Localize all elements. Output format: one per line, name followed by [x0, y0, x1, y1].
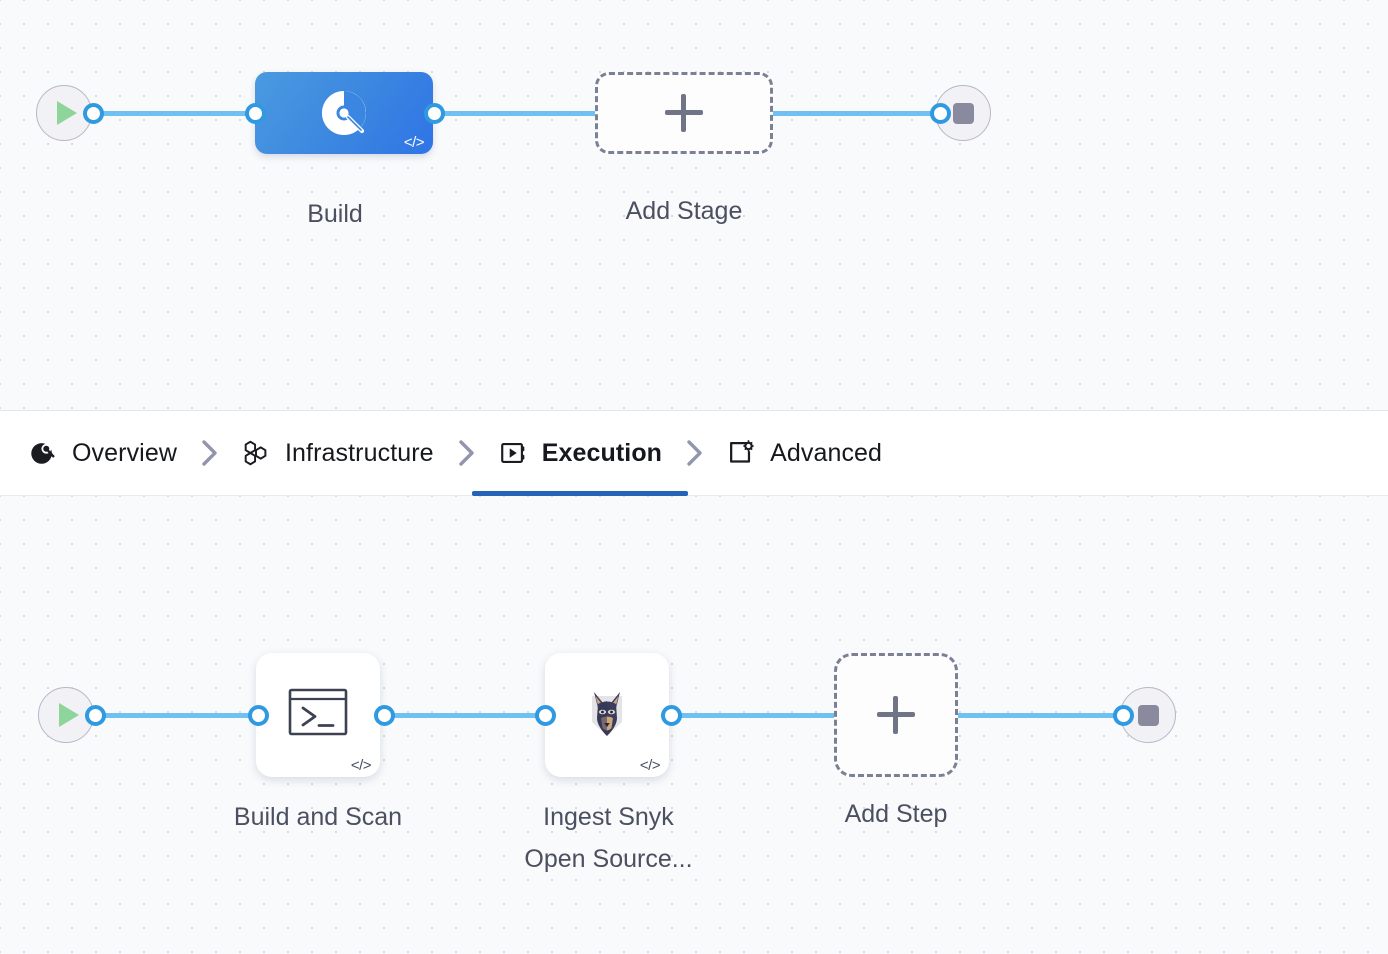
- connector-start-to-build: [88, 111, 268, 116]
- stage-node-build[interactable]: </>: [255, 72, 433, 154]
- build-stage-input-dot[interactable]: [245, 103, 266, 124]
- stage-start-node[interactable]: [36, 85, 92, 141]
- step-start-connector-dot[interactable]: [85, 705, 106, 726]
- step-node-build-and-scan[interactable]: </>: [256, 653, 380, 777]
- tab-overview[interactable]: Overview: [28, 410, 177, 496]
- plus-icon: [665, 94, 703, 132]
- tab-label-advanced: Advanced: [770, 438, 883, 467]
- build-and-scan-input-dot[interactable]: [248, 705, 269, 726]
- stage-label-build: Build: [307, 200, 363, 228]
- tab-infrastructure[interactable]: Infrastructure: [241, 410, 434, 496]
- step-end-connector-dot[interactable]: [1113, 705, 1134, 726]
- advanced-icon: [730, 440, 754, 463]
- ingest-snyk-output-dot[interactable]: [661, 705, 682, 726]
- play-icon: [57, 101, 77, 125]
- step-label-add-step: Add Step: [844, 800, 948, 828]
- connector-snyk-to-addstep: [660, 713, 846, 718]
- chevron-right-icon: [458, 440, 474, 466]
- add-step-button[interactable]: [834, 653, 958, 777]
- connector-build-to-addstage: [424, 111, 604, 116]
- tab-advanced[interactable]: Advanced: [726, 410, 882, 496]
- terminal-icon: [288, 688, 348, 736]
- tab-label-execution: Execution: [541, 438, 663, 467]
- ingest-snyk-input-dot[interactable]: [535, 705, 556, 726]
- chevron-right-icon: [687, 440, 702, 466]
- connector-addstage-to-end: [760, 111, 950, 116]
- snyk-doberman-icon: [592, 692, 622, 736]
- infrastructure-icon: [244, 440, 267, 466]
- ci-build-icon: [321, 91, 366, 135]
- tab-separator-2: [434, 438, 498, 468]
- build-stage-output-dot[interactable]: [424, 103, 445, 124]
- connector-buildscan-to-snyk: [370, 713, 556, 718]
- step-flow-canvas[interactable]: </> Build and Scan: [0, 496, 1388, 954]
- stage-start-connector-dot[interactable]: [83, 103, 104, 124]
- stop-icon: [952, 102, 974, 124]
- code-badge-icon: </>: [350, 757, 372, 774]
- stop-icon: [1137, 704, 1159, 726]
- execution-icon: [500, 443, 525, 463]
- connector-addstep-to-end: [950, 713, 1135, 718]
- tab-separator-3: [662, 438, 726, 468]
- tab-separator-1: [177, 438, 241, 468]
- tab-label-overview: Overview: [72, 438, 177, 467]
- chevron-right-icon: [202, 440, 217, 466]
- tab-label-infrastructure: Infrastructure: [285, 438, 434, 467]
- connector-start-to-buildscan: [90, 713, 270, 718]
- step-node-ingest-snyk[interactable]: </>: [545, 653, 669, 777]
- play-icon: [59, 703, 79, 727]
- stage-flow-canvas[interactable]: </> Build Add Stage: [0, 0, 1388, 410]
- step-label-ingest-snyk: Ingest Snyk Open Source...: [524, 803, 693, 873]
- add-stage-button[interactable]: [595, 72, 773, 154]
- code-badge-icon: </>: [403, 134, 425, 151]
- tab-execution[interactable]: Execution: [471, 410, 689, 496]
- stage-config-tabs: Overview Infrastructure: [0, 410, 1388, 496]
- plus-icon: [877, 696, 915, 734]
- stage-end-connector-dot[interactable]: [930, 103, 951, 124]
- stage-label-add-stage: Add Stage: [625, 197, 743, 225]
- build-and-scan-output-dot[interactable]: [374, 705, 395, 726]
- step-label-build-and-scan: Build and Scan: [233, 803, 403, 831]
- overview-icon: [31, 443, 55, 464]
- code-badge-icon: </>: [639, 757, 661, 774]
